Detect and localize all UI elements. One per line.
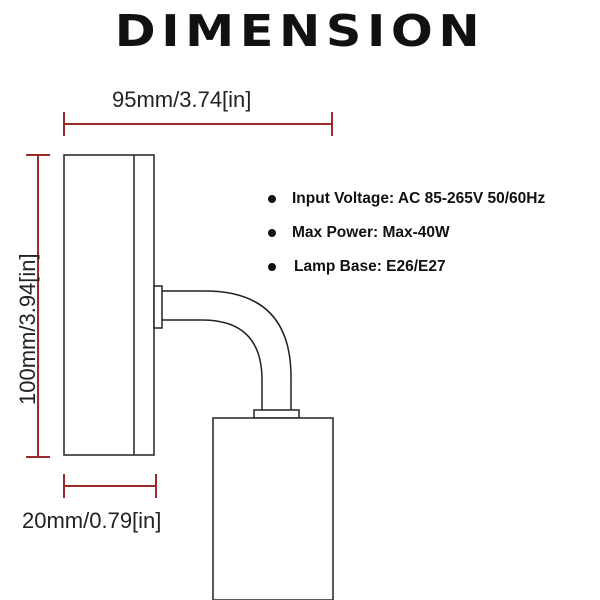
socket-collar <box>253 409 300 419</box>
spec-item-lamp-base: Lamp Base: E26/E27 <box>268 256 545 290</box>
wall-plate <box>63 154 163 456</box>
spec-list: Input Voltage: AC 85-265V 50/60Hz Max Po… <box>268 188 545 290</box>
width-dimension-line <box>63 112 333 136</box>
spec-text: Lamp Base: E26/E27 <box>294 258 446 275</box>
spec-item-max-power: Max Power: Max-40W <box>268 222 545 256</box>
height-dimension-line <box>26 154 50 458</box>
bullet-icon <box>268 229 276 237</box>
depth-dimension-line <box>63 474 157 498</box>
bullet-icon <box>268 195 276 203</box>
width-label: 95mm/3.74[in] <box>112 87 252 112</box>
spec-text: Input Voltage: AC 85-265V 50/60Hz <box>292 190 546 207</box>
height-label: 100mm/3.94[in] <box>15 253 40 405</box>
spec-item-input-voltage: Input Voltage: AC 85-265V 50/60Hz <box>268 188 545 222</box>
spec-text: Max Power: Max-40W <box>292 224 450 241</box>
lamp-holder <box>212 417 334 600</box>
page-title: DIMENSION <box>114 6 486 57</box>
bullet-icon <box>268 263 276 271</box>
depth-label: 20mm/0.79[in] <box>22 508 162 533</box>
lamp-arm <box>162 290 292 412</box>
